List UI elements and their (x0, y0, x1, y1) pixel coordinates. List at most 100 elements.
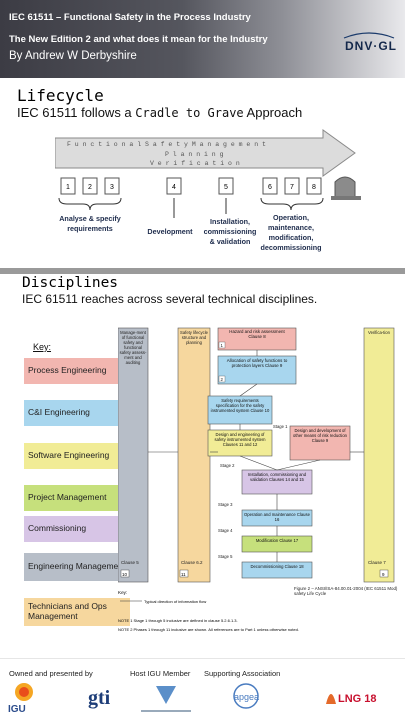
svg-text:LNG 18: LNG 18 (338, 693, 377, 705)
stage-3: Stage 3 (218, 502, 233, 507)
phase-development: Development (147, 227, 193, 236)
svg-text:1: 1 (221, 343, 224, 348)
box-srs (207, 395, 273, 425)
host-member-logo (141, 686, 191, 712)
legend-key-label: Key: (33, 342, 52, 352)
step-box-5 (218, 177, 234, 195)
box-installation (241, 469, 313, 495)
footer-supporting: Supporting Association (204, 669, 281, 678)
svg-text:gti: gti (88, 687, 111, 709)
lifecycle-intro-bold: Cradle to Grave (135, 106, 244, 120)
phase-installation-3: & validation (210, 237, 251, 246)
step-box-6 (262, 177, 278, 195)
igu-logo: IGU (8, 683, 33, 715)
phase-operation-3: modification, (269, 233, 314, 242)
legend-technicians-ops: Technicians and Ops Management (24, 598, 130, 626)
mgmt-column (118, 327, 149, 583)
legend-process-engineering: Process Engineering (24, 358, 130, 384)
legend-software-engineering: Software Engineering (24, 443, 130, 469)
bracket-operation (260, 197, 324, 211)
clause-bottom-right: Clause 7 (368, 560, 386, 565)
legend-commissioning: Commissioning (24, 516, 130, 542)
figure-key-arrow: Typical direction of information flow (144, 599, 206, 604)
phase-analyse-2: requirements (67, 224, 113, 233)
disciplines-intro: IEC 61511 reaches across several technic… (22, 292, 318, 306)
phase-installation-2: commissioning (204, 227, 257, 236)
bracket-analyse (58, 197, 122, 211)
step-label-1: 1 (66, 184, 70, 191)
num-bottom-right: 9 (382, 572, 385, 577)
footer-logos: IGU gti apgea LNG 18 (8, 683, 377, 715)
step-label-7: 7 (290, 184, 294, 191)
dnv-gl-logo-text: DNV·GL (345, 39, 397, 53)
step-box-2 (82, 177, 98, 195)
stage-2: Stage 2 (220, 463, 235, 468)
phase-operation-2: maintenance, (268, 223, 314, 232)
svg-text:apgea: apgea (234, 692, 259, 702)
svg-text:IGU: IGU (8, 704, 26, 715)
step-box-3 (104, 177, 120, 195)
stage-5: Stage 5 (218, 554, 233, 559)
step-label-6: 6 (268, 184, 272, 191)
num-bottom-mid: 11 (181, 572, 186, 577)
svg-text:2: 2 (221, 377, 224, 382)
gravestone-icon (331, 176, 361, 200)
arrow-line-planning: P l a n n i n g (165, 151, 224, 158)
step-box-8 (306, 177, 322, 195)
box-other-means (289, 425, 351, 461)
flow-boxes: Hazard and risk assessment Clause 8 1 Al… (207, 327, 351, 579)
lifecycle-heading: Lifecycle (17, 86, 104, 105)
step-box-1 (60, 177, 76, 195)
phase-operation-1: Operation, (273, 213, 309, 222)
phase-operation-4: decommissioning (260, 243, 321, 252)
mgmt-column-text: Manage-ment of functional safety and fun… (119, 330, 147, 366)
footer-divider (0, 658, 405, 659)
lng18-logo: LNG 18 (326, 693, 377, 705)
box-allocation (217, 355, 297, 385)
step-label-2: 2 (88, 184, 92, 191)
header-author: By Andrew W Derbyshire (9, 50, 137, 62)
safety-lifecycle-figure: Manage-ment of functional safety and fun… (118, 327, 398, 632)
figure-note-2: NOTE 2 Phases 1 through 11 inclusive are… (118, 627, 299, 632)
step-label-5: 5 (224, 184, 228, 191)
disciplines-heading: Disciplines (22, 275, 119, 291)
step-box-4 (166, 177, 182, 195)
legend-ci-engineering: C&I Engineering (24, 400, 130, 426)
safety-column-text: Safety lifecycle structure and planning (180, 330, 208, 346)
step-label-4: 4 (172, 184, 176, 191)
lifecycle-arrow (55, 129, 356, 177)
stage-1: Stage 1 (273, 424, 288, 429)
arrow-line-verification: V e r i f i c a t i o n (150, 160, 240, 167)
step-box-7 (284, 177, 300, 195)
verification-column-text: Verifica-tion (368, 330, 390, 335)
phase-installation-1: Installation, (210, 217, 250, 226)
clause-bottom-left: Clause 5 (121, 560, 139, 565)
verification-column (363, 327, 395, 583)
clause-bottom-mid: Clause 6.2 (181, 560, 203, 565)
phase-analyse-1: Analyse & specify (59, 214, 121, 223)
legend-engineering-management: Engineering Management (24, 553, 130, 581)
gti-logo: gti (88, 687, 111, 709)
footer-owned: Owned and presented by (9, 669, 93, 678)
figure-caption: Figure 2 – ANSI/ISA-84.00.01-2004 (IEC 6… (294, 586, 398, 596)
dnv-gl-logo (343, 32, 395, 39)
step-label-8: 8 (312, 184, 316, 191)
lifecycle-intro: IEC 61511 follows a Cradle to Grave Appr… (17, 105, 303, 120)
legend-project-management: Project Management (24, 485, 130, 511)
header-subtitle: The New Edition 2 and what does it mean … (9, 34, 268, 45)
footer-host: Host IGU Member (130, 669, 191, 678)
step-boxes: 1 2 3 4 5 6 7 8 (60, 177, 322, 195)
header-title: IEC 61511 – Functional Safety in the Pro… (9, 12, 251, 23)
figure-note-1: NOTE 1 Stage 1 through 5 inclusive are d… (118, 618, 238, 623)
box-design-sis (207, 429, 273, 457)
figure-key: Key: (118, 590, 127, 595)
stage-4: Stage 4 (218, 528, 233, 533)
num-bottom-left: 10 (122, 572, 128, 577)
header-banner: IEC 61511 – Functional Safety in the Pro… (0, 0, 405, 78)
apgea-logo: apgea (233, 683, 259, 709)
section-divider (0, 268, 405, 274)
flow-lines (148, 350, 364, 562)
arrow-line-fsm: F u n c t i o n a l S a f e t y M a n a … (67, 141, 266, 148)
safety-column (177, 327, 211, 583)
lifecycle-diagram: F u n c t i o n a l S a f e t y M a n a … (55, 129, 361, 252)
